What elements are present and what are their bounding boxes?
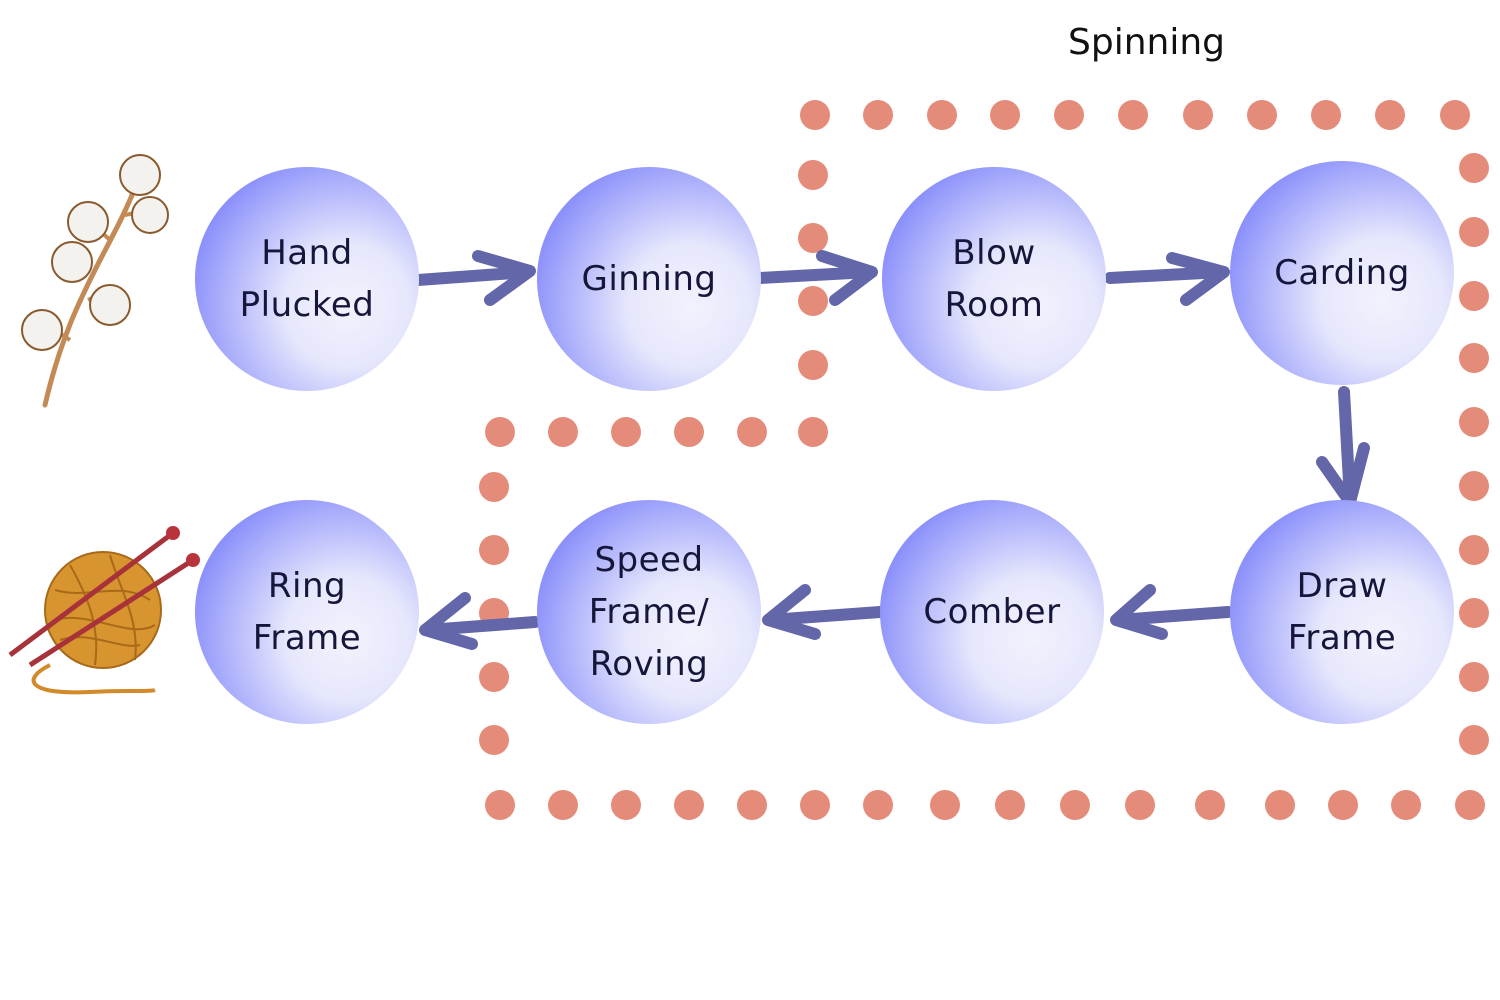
border-dot (1060, 790, 1090, 820)
node-ginning: Ginning (537, 167, 761, 391)
border-dot (930, 790, 960, 820)
node-draw-frame: Draw Frame (1230, 500, 1454, 724)
node-label: Blow Room (944, 233, 1044, 325)
node-label: Comber (923, 592, 1061, 632)
border-dot (1054, 100, 1084, 130)
border-dot (1459, 725, 1489, 755)
border-dot (479, 662, 509, 692)
border-dot (737, 417, 767, 447)
cotton-branch-icon (21, 154, 169, 408)
border-dot (1459, 471, 1489, 501)
border-dot (1459, 343, 1489, 373)
border-dot (1459, 598, 1489, 628)
border-dot (800, 100, 830, 130)
node-label: Carding (1274, 253, 1410, 293)
arrow-draw-frame-to-comber (1110, 584, 1234, 640)
border-dot (1459, 407, 1489, 437)
border-dot (1328, 790, 1358, 820)
arrow-hand-plucked-to-ginning (412, 250, 536, 306)
yarn-ball-needles-icon (8, 526, 200, 695)
border-dot (798, 286, 828, 316)
border-dot (1118, 100, 1148, 130)
arrow-comber-to-speed-frame-roving (762, 584, 886, 640)
border-dot (1459, 217, 1489, 247)
border-dot (995, 790, 1025, 820)
border-dot (1265, 790, 1295, 820)
border-dot (798, 160, 828, 190)
border-dot (674, 417, 704, 447)
arrow-carding-to-draw-frame (1316, 386, 1370, 508)
border-dot (1440, 100, 1470, 130)
node-hand-plucked: Hand Plucked (195, 167, 419, 391)
border-dot (479, 725, 509, 755)
border-dot (1311, 100, 1341, 130)
border-dot (548, 417, 578, 447)
border-dot (800, 790, 830, 820)
border-dot (479, 535, 509, 565)
border-dot (1183, 100, 1213, 130)
node-carding: Carding (1230, 161, 1454, 385)
border-dot (674, 790, 704, 820)
arrows-layer (412, 250, 1370, 650)
node-label: Speed Frame/ Roving (588, 540, 710, 684)
border-dot (485, 790, 515, 820)
border-dot (479, 472, 509, 502)
border-dot (1247, 100, 1277, 130)
border-dot (798, 417, 828, 447)
spinning-group-title: Spinning (1068, 22, 1226, 63)
border-dot (485, 417, 515, 447)
border-dot (1375, 100, 1405, 130)
arrow-blow-room-to-carding (1104, 252, 1230, 306)
border-dot (1459, 662, 1489, 692)
border-dot (863, 790, 893, 820)
border-dot (1455, 790, 1485, 820)
border-dot (737, 790, 767, 820)
border-dot (1459, 153, 1489, 183)
node-label: Draw Frame (1287, 566, 1397, 658)
border-dot (798, 350, 828, 380)
border-dot (1391, 790, 1421, 820)
border-dot (1459, 281, 1489, 311)
node-comber: Comber (880, 500, 1104, 724)
node-blow-room: Blow Room (882, 167, 1106, 391)
border-dot (1459, 535, 1489, 565)
node-ring-frame: Ring Frame (195, 500, 419, 724)
border-dot (990, 100, 1020, 130)
border-dot (1195, 790, 1225, 820)
border-dot (611, 417, 641, 447)
node-label: Hand Plucked (239, 233, 375, 325)
border-dot (863, 100, 893, 130)
border-dot (1125, 790, 1155, 820)
border-dot (927, 100, 957, 130)
arrow-speed-frame-roving-to-ring-frame (419, 592, 541, 650)
node-label: Ginning (581, 259, 717, 299)
spinning-group-dotted-border (479, 100, 1489, 820)
node-speed-frame-roving: Speed Frame/ Roving (537, 500, 761, 724)
border-dot (798, 223, 828, 253)
border-dot (611, 790, 641, 820)
node-label: Ring Frame (252, 566, 362, 658)
border-dot (548, 790, 578, 820)
arrow-ginning-to-blow-room (754, 250, 878, 306)
